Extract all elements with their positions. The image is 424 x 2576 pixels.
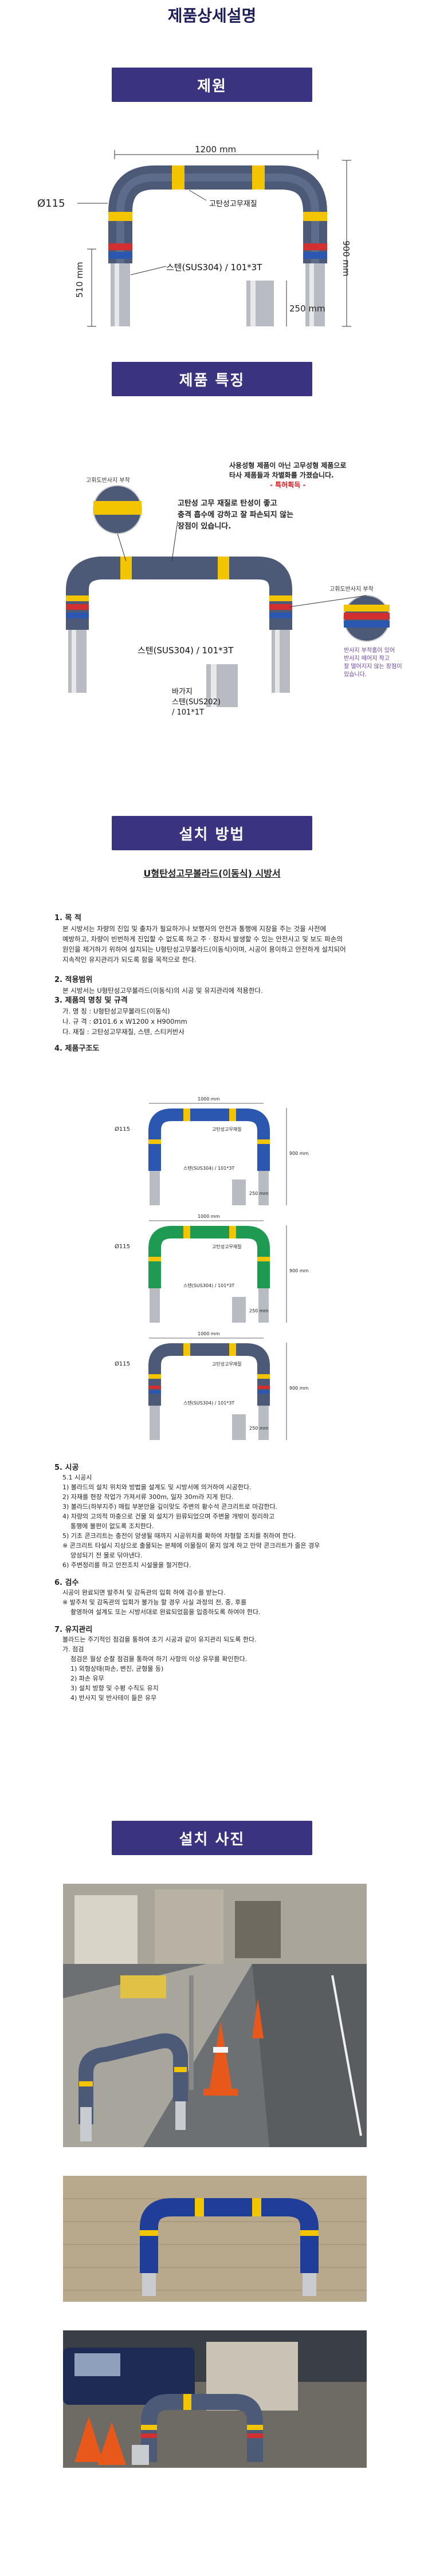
- mini-height-3: 900 mm: [289, 1386, 309, 1391]
- s3-title: 3. 제품의 명칭 및 규격: [54, 996, 128, 1005]
- mini-steel-1: 스텐(SUS304) / 101*3T: [183, 1166, 235, 1171]
- mini-width-2: 1000 mm: [198, 1214, 220, 1219]
- s6-title: 6. 검수: [54, 1579, 79, 1587]
- patent-note: 사용성형 제품이 아닌 고무성형 제품으로 타사 제품들과 차별화를 가졌습니다…: [229, 461, 347, 489]
- cap-note: 반사지 부착홈이 있어 반사지 떼어지 작고 잘 떨어지지 않는 장점이 있습니…: [344, 648, 402, 678]
- document-body-2: 5. 시공 5.1 시공시 1) 볼라드의 설치 위치와 방법을 설계도 및 시…: [54, 1463, 375, 1703]
- spec-height-label: 900 mm: [341, 240, 351, 277]
- install-photo-street: [63, 1884, 367, 2147]
- mini-diameter-2: Ø115: [115, 1244, 130, 1250]
- mini-width-3: 1000 mm: [198, 1331, 220, 1336]
- s2-title: 2. 적용범위: [54, 976, 93, 984]
- mini-diagram-green: [148, 1220, 287, 1323]
- mini-rubber-3: 고탄성고무재질: [212, 1362, 242, 1367]
- mini-steel-3: 스텐(SUS304) / 101*3T: [183, 1401, 235, 1406]
- spec-base-label: 250 mm: [289, 303, 325, 314]
- install-photo-pavement: [63, 2176, 367, 2302]
- reflective-left-label: 고휘도반사지 부착: [86, 478, 130, 484]
- mini-rubber-2: 고탄성고무재질: [212, 1244, 242, 1249]
- mini-diameter-1: Ø115: [115, 1126, 130, 1133]
- rubber-note: 고탄성 고무 재질로 탄성이 좋고 충격 흡수에 강하고 잘 파손되지 않는 장…: [178, 499, 294, 531]
- spec-width-label: 1200 mm: [195, 144, 237, 155]
- section-banner-features: 제품 특징: [112, 362, 312, 396]
- cap-label: 바가지 스텐(SUS202) / 101*1T: [172, 688, 221, 717]
- spec-steel-label: 스텐(SUS304) / 101*3T: [166, 262, 262, 273]
- s4-title: 4. 제품구조도: [54, 1044, 100, 1053]
- section-banner-spec: 제원: [112, 68, 312, 102]
- mini-base-3: 250 mm: [249, 1426, 269, 1431]
- structure-diagrams: 1000 mm Ø115 스텐(SUS304) / 101*3T 고탄성고무재질…: [115, 1096, 332, 1446]
- mini-diagram-blue: [148, 1103, 287, 1205]
- spec-rubber-label: 고탄성고무재질: [209, 200, 257, 208]
- document-title: U형탄성고무볼라드(이동식) 시방서: [143, 868, 281, 879]
- mini-diagram-gray: [148, 1338, 287, 1440]
- features-bollard-drawing: [66, 485, 390, 707]
- mini-rubber-1: 고탄성고무재질: [212, 1127, 242, 1132]
- features-steel-label: 스텐(SUS304) / 101*3T: [138, 645, 234, 656]
- section-banner-install-photos: 설치 사진: [112, 1821, 312, 1855]
- mini-base-1: 250 mm: [249, 1191, 269, 1196]
- features-diagram: 고휘도반사지 부착 고휘도반사지 부착 사용성형 제품이 아닌 고무성형 제품으…: [0, 418, 424, 762]
- mini-height-2: 900 mm: [289, 1268, 309, 1273]
- mini-diameter-3: Ø115: [115, 1361, 130, 1367]
- spec-diagram: 1200 mm Ø115 900 mm 510 mm 250 mm 고탄성고무재…: [0, 126, 424, 344]
- spec-bollard-drawing: [77, 150, 351, 327]
- document-body: 1. 목 적 본 시방서는 차량의 진입 및 출차가 필요하거나 보행자의 안전…: [54, 913, 375, 1054]
- s7-title: 7. 유지관리: [54, 1626, 93, 1634]
- spec-diameter-label: Ø115: [37, 198, 65, 210]
- page-title: 제품상세설명: [167, 6, 257, 25]
- mini-height-1: 900 mm: [289, 1151, 309, 1156]
- s1-title: 1. 목 적: [54, 914, 81, 922]
- mini-steel-2: 스텐(SUS304) / 101*3T: [183, 1283, 235, 1288]
- mini-base-2: 250 mm: [249, 1308, 269, 1313]
- mini-width-1: 1000 mm: [198, 1096, 220, 1102]
- section-banner-install-method: 설치 방법: [112, 816, 312, 850]
- s5-title: 5. 시공: [54, 1463, 79, 1472]
- install-photo-parking: [63, 2330, 367, 2468]
- spec-bury-label: 510 mm: [74, 262, 85, 298]
- reflective-right-label: 고휘도반사지 부착: [329, 586, 374, 593]
